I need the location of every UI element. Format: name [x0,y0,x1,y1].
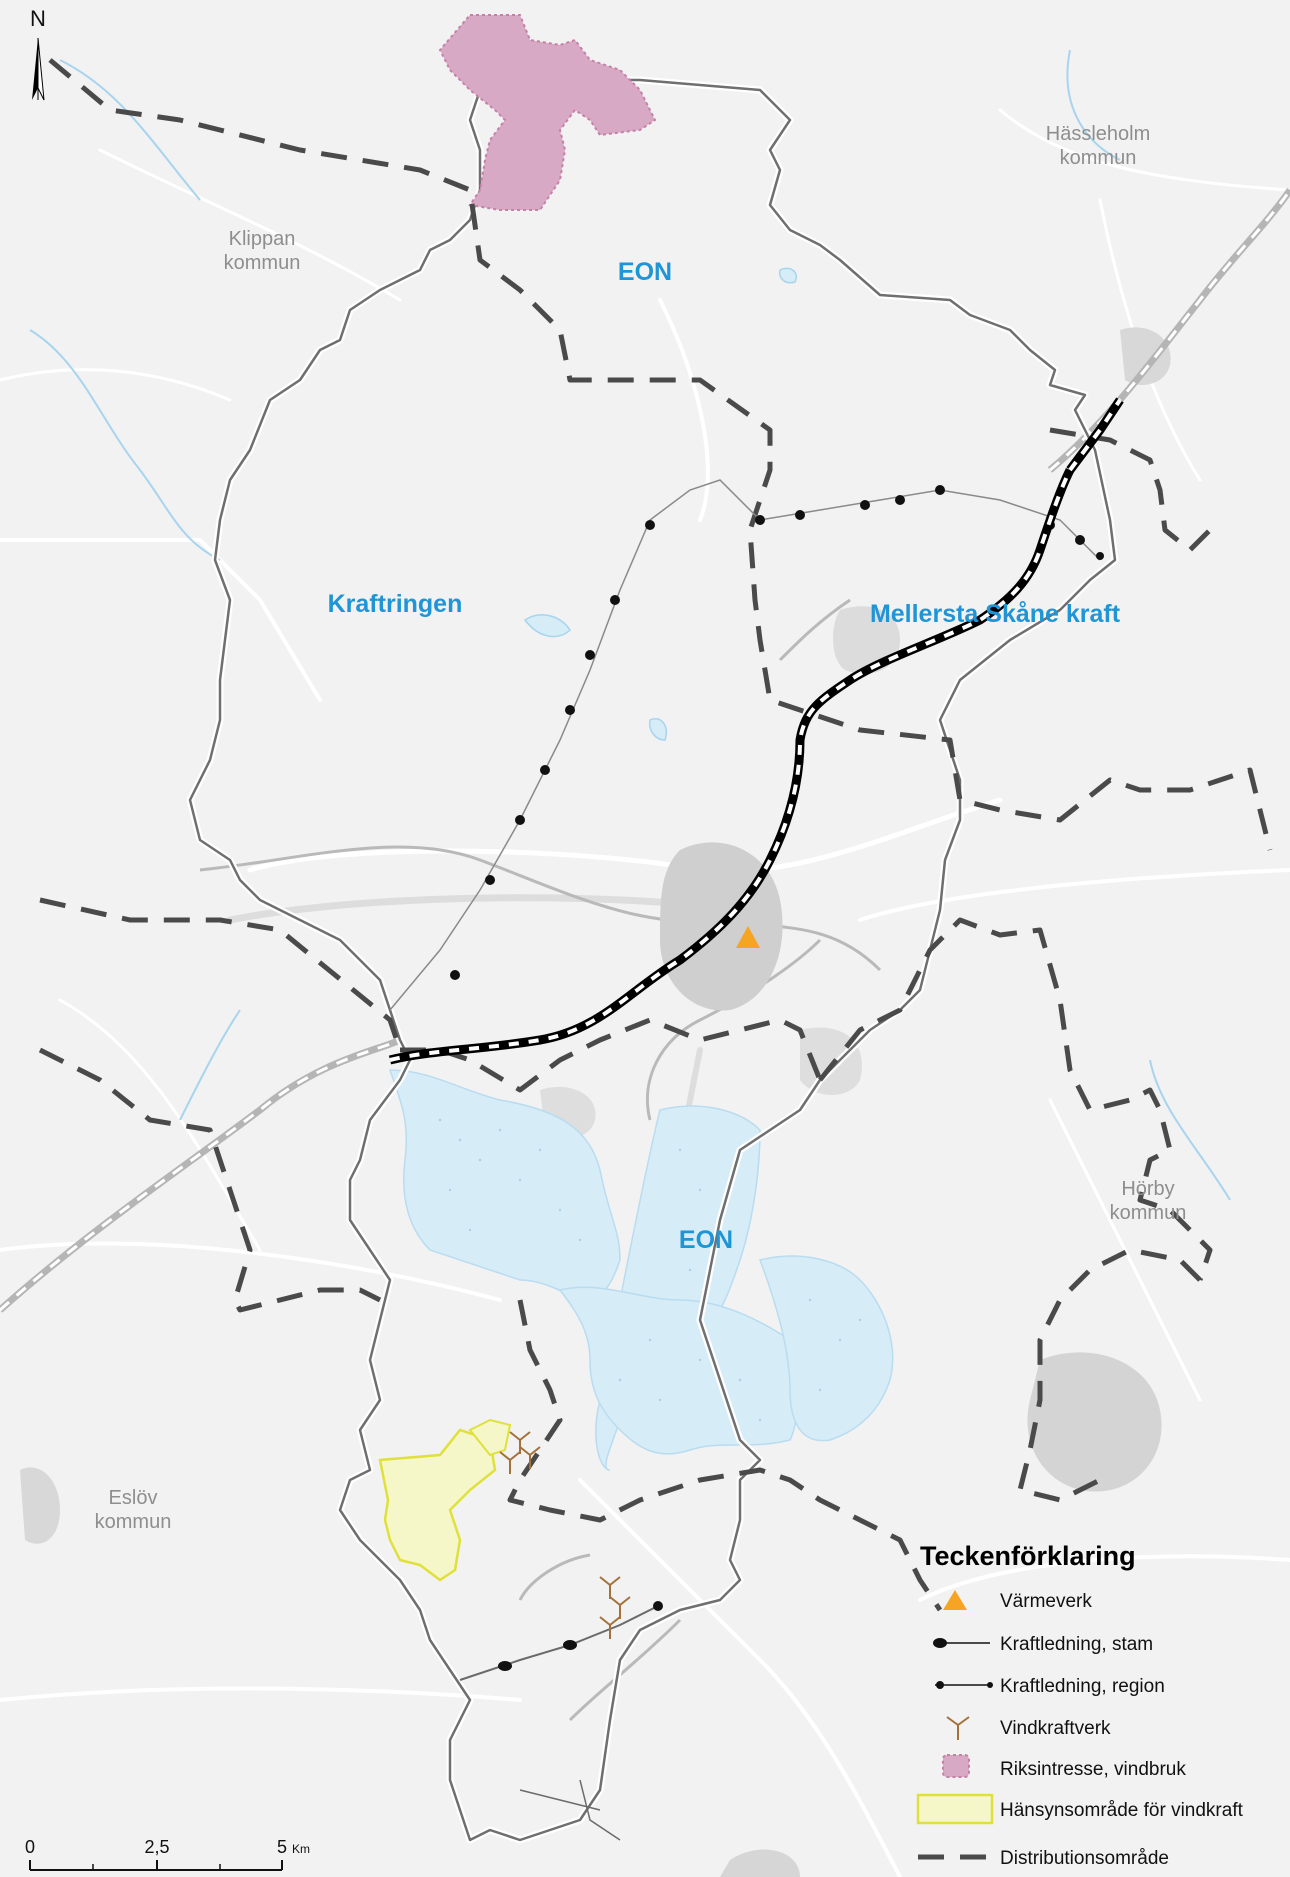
legend-varmeverk-icon [943,1590,967,1610]
distribution-boundaries [38,58,1273,1612]
legend-region-icon [936,1681,944,1689]
distribution-labels: EON Kraftringen Mellersta Skåne kraft EO… [328,258,1121,1254]
scale-label-5: 5 [277,1837,287,1857]
distribution-label-kraftringen: Kraftringen [328,590,463,618]
legend-item-region: Kraftledning, region [935,1676,1165,1697]
svg-text:Distributionsområde: Distributionsområde [1000,1848,1169,1869]
svg-text:Kraftledning, stam: Kraftledning, stam [1000,1634,1153,1655]
varmeverk-marker[interactable] [736,926,760,948]
municipality-horby-line2: kommun [1110,1202,1187,1224]
municipality-horby-line1: Hörby [1121,1178,1174,1200]
municipality-hassleholm-line1: Hässleholm [1046,123,1150,145]
scale-unit: Km [292,1842,310,1856]
legend-item-stam: Kraftledning, stam [933,1634,1153,1655]
municipality-labels: Klippan kommun Hässleholm kommun Hörby k… [95,123,1187,1533]
legend-hansyn-icon [916,1793,994,1825]
municipality-eslov-line2: kommun [95,1511,172,1533]
distribution-label-eon-south: EON [679,1226,733,1254]
scale-label-0: 0 [25,1837,35,1857]
legend-stam-icon [933,1638,947,1648]
svg-text:Vindkraftverk: Vindkraftverk [1000,1718,1111,1739]
water-areas [388,1069,894,1471]
distribution-label-mellersta: Mellersta Skåne kraft [870,600,1121,628]
municipality-eslov-line1: Eslöv [109,1487,158,1509]
scale-label-2-5: 2,5 [144,1837,169,1857]
svg-text:N: N [30,6,46,31]
legend-title: Teckenförklaring [920,1541,1136,1571]
svg-text:Värmeverk: Värmeverk [1000,1591,1092,1612]
legend-item-riksintresse: Riksintresse, vindbruk [942,1754,1186,1780]
scale-bar: 0 2,5 5 Km [25,1837,310,1871]
waterways [29,49,1231,1201]
legend-item-vindkraft: Vindkraftverk [946,1716,1111,1740]
legend-item-hansyn: Hänsynsområde för vindkraft [916,1793,1244,1825]
municipality-hassleholm-line2: kommun [1060,147,1137,169]
legend-riksintresse-icon [942,1754,970,1778]
legend-item-varmeverk: Värmeverk [943,1590,1092,1612]
legend-vindkraft-icon [946,1716,970,1740]
municipal-boundary [186,76,1119,1844]
svg-text:Kraftledning, region: Kraftledning, region [1000,1676,1165,1697]
wind-turbines [499,1431,631,1639]
powerline-stam-south [459,1601,663,1841]
municipality-klippan-line2: kommun [224,252,301,274]
lakes [523,267,797,741]
distribution-label-eon-north: EON [618,258,672,286]
powerline-stam [388,397,1124,1065]
railway [0,188,1290,1313]
riksintresse-area[interactable] [438,14,657,211]
municipality-klippan-line1: Klippan [229,228,296,250]
legend: Teckenförklaring Värmeverk Kraftledning,… [916,1541,1244,1869]
legend-item-distribution: Distributionsområde [918,1848,1169,1869]
north-arrow: N [30,6,46,101]
hansyn-area[interactable] [378,1418,512,1582]
svg-text:Riksintresse, vindbruk: Riksintresse, vindbruk [1000,1759,1186,1780]
svg-text:Hänsynsområde för vindkraft: Hänsynsområde för vindkraft [1000,1800,1244,1821]
